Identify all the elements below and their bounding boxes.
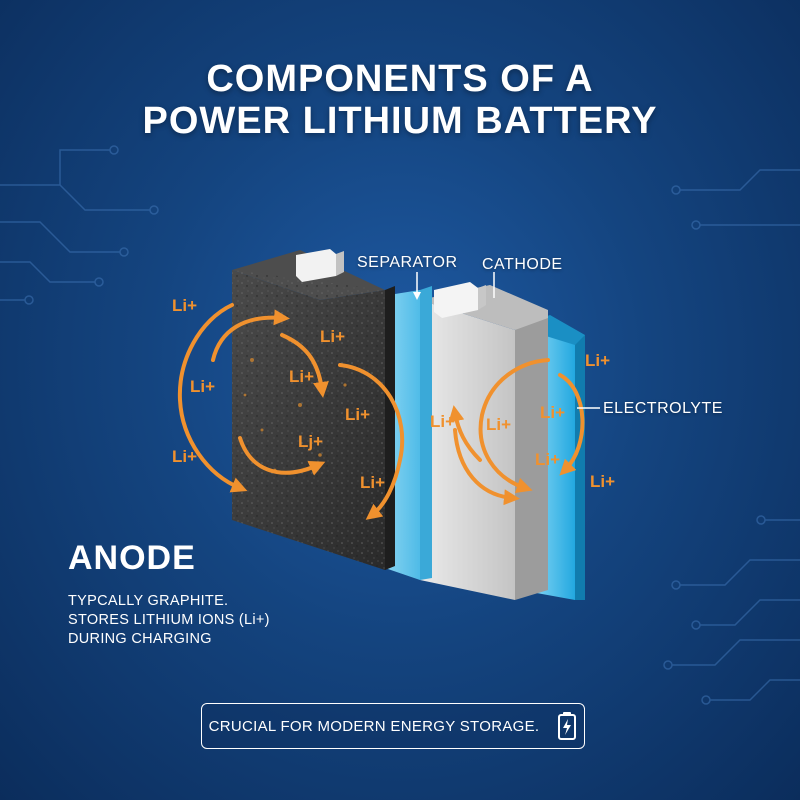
title-line-2: POWER LITHIUM BATTERY [142,100,658,142]
ion-label: Li+ [289,367,314,386]
ion-flow-arrows [177,303,585,520]
ion-label: Li+ [172,447,197,466]
page-title: COMPONENTS OF A POWER LITHIUM BATTERY [0,58,800,142]
ion-arrow-anode-lower [238,436,326,476]
ion-arrow-anode-outer-left [177,303,248,493]
ion-label: Li+ [360,473,385,492]
ion-label: Lj+ [298,432,323,451]
ion-labels: Li+ Li+ Li+ Li+ Li+ Lj+ Li+ Li+ Li+ Li+ … [172,296,615,492]
circuit-decoration-right [663,169,800,705]
separator-label: SEPARATOR [357,254,458,271]
anode-description-line: STORES LITHIUM IONS (Li+) [68,612,270,628]
title-line-1: COMPONENTS OF A [206,58,594,100]
battery-charging-icon [558,712,577,740]
ion-label: Li+ [430,412,455,431]
cathode-layer [420,282,548,600]
ion-arrow-separator [338,363,405,520]
anode-description-line: TYPCALLY GRAPHITE. [68,593,229,609]
ion-arrow-electrolyte [558,373,585,476]
footer-text: CRUCIAL FOR MODERN ENERGY STORAGE. [208,717,540,735]
ion-label: Li+ [320,327,345,346]
anode-info: ANODE TYPCALLY GRAPHITE. STORES LITHIUM … [68,538,368,649]
ion-label: Li+ [486,415,511,434]
footer-banner: CRUCIAL FOR MODERN ENERGY STORAGE. [201,703,585,749]
ion-label: Li+ [540,403,565,422]
ion-label: Li+ [585,351,610,370]
anode-layer [232,249,395,570]
ion-label: Li+ [345,405,370,424]
ion-label: Li+ [172,296,197,315]
anode-description: TYPCALLY GRAPHITE. STORES LITHIUM IONS (… [68,592,368,649]
anode-description-line: DURING CHARGING [68,631,212,647]
ion-label: Li+ [590,472,615,491]
cathode-terminal [434,282,478,318]
ion-arrow-cathode-right [478,358,550,494]
ion-label: Li+ [190,377,215,396]
ion-arrow-cathode-bottom [453,428,520,506]
anode-terminal [296,249,336,282]
circuit-decoration-left [0,145,159,305]
electrolyte-label: ELECTROLYTE [603,400,723,417]
ion-arrow-anode-inner [280,333,329,398]
anode-title: ANODE [68,539,196,577]
cathode-label: CATHODE [482,256,563,273]
ion-arrow-cathode-left [448,405,482,462]
ion-arrow-anode-top [211,309,290,362]
ion-label: Li+ [535,450,560,469]
